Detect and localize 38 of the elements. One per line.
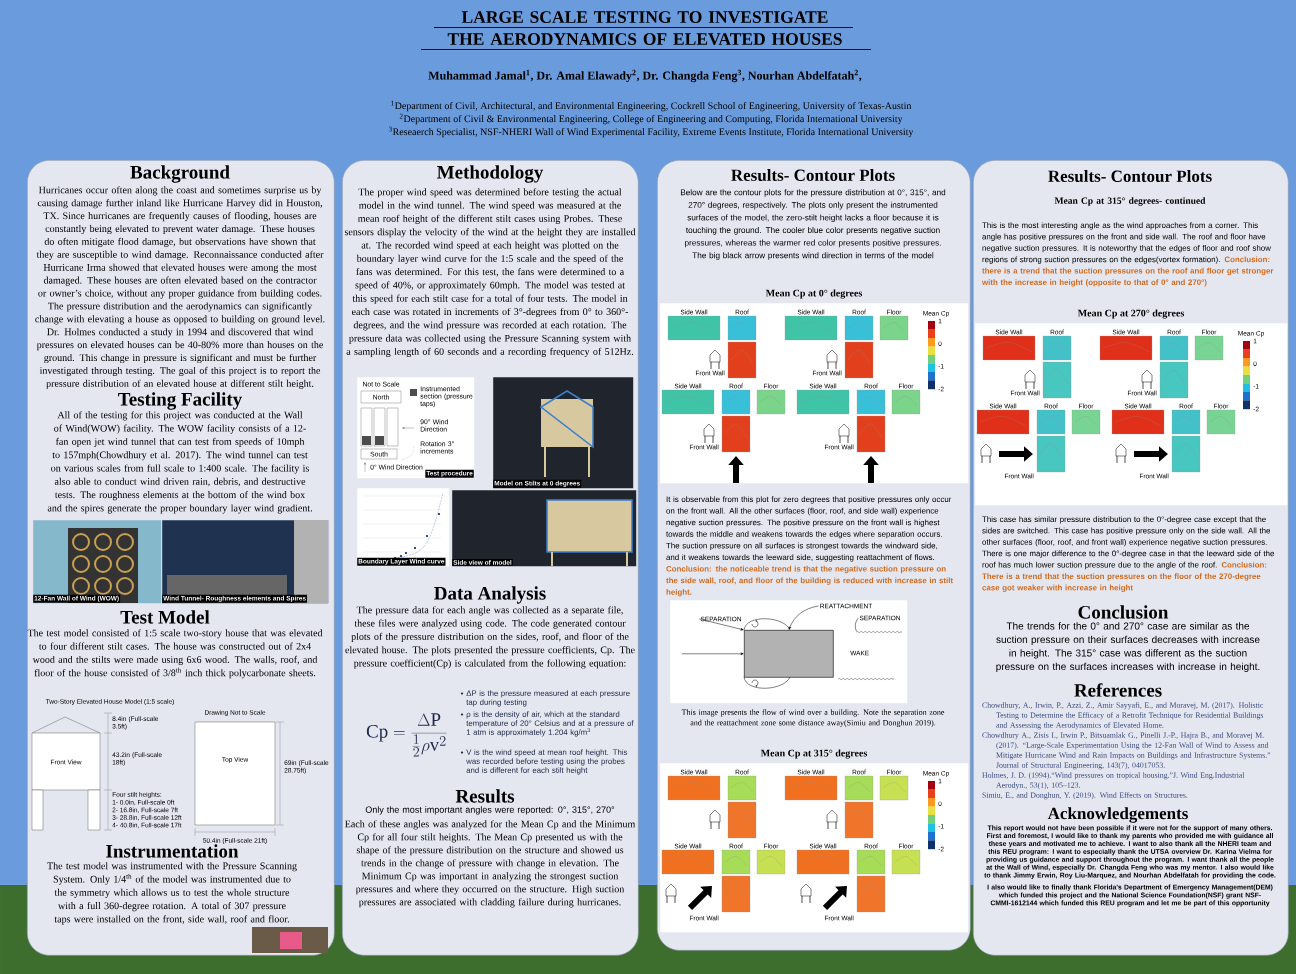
leader-line [855,617,859,632]
section-heading: Results- Contour Plots [731,169,895,181]
paragraph: Hurricanes occur often along the coast and sometimes surprise us by causing damage further inland like Hurricane Harvey did in Houston, TX. Since hurricanes are frequently causes of flooding, houses are constantly being elevated to prevent water damage. These houses do often mitigate flood damage, but observations have shown that they are susceptible to wind damage. Reconnaissance conducted after Hurricane Irma showed that elevated houses were among the most damaged. These houses are often elevated based on the contractor or owner’s choice, without any proper guidance from building codes. The pressure distribution and the aerodynamics can significantly change with elevating a house as opposed to building on ground level. Dr. Holmes conducted a study in 1994 and discovered that wind pressures on elevated houses can be 40-80% more than houses on the ground. This change in pressure is significant and must be further investigated through testing. The goal of this project is to report the pressure distribution of an elevated house at different stilt height. [35,186,325,389]
affiliation: $^{1}$Department of Civil, Architectural, and Environmental Engineering, Cockrell School of Engineering, University of Texas-Austin [391,100,912,112]
paragraph: Below are the contour plots for the pressure distribution at 0°, 315°, and 270° degrees, respectively. The plots only present the instrumented surfaces of the model, the zero-stilt height lacks a floor because it is touching the ground. The cooler blue color presents negative suction pressures, whereas the warmer red color presents positive pressures. The big black arrow presents wind direction in terms of the model [680,189,946,260]
figure-heading: Mean Cp at 0° degrees [765,289,863,299]
leader-arrow [699,618,744,631]
affiliation: $^{2}$Department of Civil & Environmental Engineering, College of Engineering and Computing, Florida International University [399,113,903,125]
poster-title: LARGE SCALE TESTING TO INVESTIGATE THE AERODYNAMICS OF ELEVATED HOUSES [447,11,842,46]
section-heading: Acknowledgements [1047,807,1188,823]
paragraph: Each of these angles was analyzed for the Mean Cp and the Minimum Cp for all four stilt heights. The Mean Cp presented us with the shape of the pressure distribution on the structure and showed us trends in the change of pressure with change in elevation. The Minimum Cp was important in analyzing the strongest suction pressures and where they occurred on the structure. High suction pressures are associated with cladding failure during hurricanes. [345,820,636,908]
paragraph: The pressure data for each angle was collected as a separate file, these files were analyzed using code. The code generated contour plots of the pressure distribution on the sides, roof, and floor of the elevated house. The plots presented the pressure coefficients, Cp. The pressure coefficient(Cp) is calculated from the following equation: [345,606,635,669]
section-heading: Methodology [437,165,544,183]
building-block [744,630,834,678]
leader-arrow [788,605,819,630]
paragraph: Mean Cp at 315° degrees- continued [1054,197,1206,206]
section-heading: References [1074,683,1162,697]
paragraph: Only the most important angles were reported: 0°, 315°, 270° [365,806,615,815]
section-heading: Results- Contour Plots [1048,170,1212,182]
paragraph: All of the testing for this project was conducted at the Wall of Wind(WOW) facility. The WOW facility consists of a 12-fan open jet wind tunnel that can test from speeds of 10mph to 157mph(Chowdhury et al. 2017). The wind tunnel can test on various scales from full scale to 1:400 scale. The facility is also able to conduct wind driven rain, debris, and destructive tests. The roughness elements at the bottom of the wind box and the spires generate the proper boundary layer wind gradient. [47,411,312,514]
affiliation: $^{3}$Reseaerch Specialist, NSF-NHERI Wall of Wind Experimental Facility, Extreme Events Institute, Florida International University [388,126,914,138]
arrow [681,652,744,655]
paragraph: This image presents the flow of wind over a building. Note the separation zone and the reattachment zone some distance away(Simiu and Donghun 2019). [681,709,945,728]
paragraph: The proper wind speed was determined before testing the actual model in the wind tunnel. The wind speed was measured at the mean roof height of the different stilt cases using Probes. These sensors display the velocity of the wind at the height they are installed at. The recorded wind speed at each height was plotted on the boundary layer wind curve for the 1:5 scale and the speed of the fans was determined. For this test, the fans were determined to a speed of 40%, or approximately 60mph. The model was tested at this speed for each stilt case for a total of four tests. The model in each case was rotated in increments of 3°-degrees from 0° to 360°-degrees, and the wind pressure was recorded at each rotation. The pressure data was collected using the Pressure Scanning system with a sampling length of 60 seconds and a recording frequency of 512Hz. [344,188,636,357]
section-heading: Conclusion [1078,605,1169,619]
section-heading: Data Analysis [434,586,546,604]
section-heading: Background [130,165,230,183]
section-heading: Results [455,789,515,803]
equation: $\mathrm{Cp} = \frac{\Delta \mathrm{P}}{\frac{1}{2}\rho \mathrm{v}^{2}}$ [366,713,447,757]
paragraph: The test model was instrumented with the Pressure Scanning System. Only 1/4$^{th}$ of the model was instrumented due to the symmetry which allows us to test the whole structure with a full 360-degree rotation. A total of 307 pressure taps were installed on the front, side wall, roof and floor. [47,862,297,925]
section-heading: Testing Facility [118,392,243,410]
section-heading: Test Model [120,610,210,624]
author-list: Muhammad Jamal$^{1}$, Dr. Amal Elawady$^{2}$, Dr. Changda Feng$^{3}$, Nourhan Abdelfatah$^{2}$, [428,69,862,83]
paragraph: The trends for the 0° and 270° case are similar as the suction pressure on their surfaces decreases with increase in height. The 315° case was different as the suction pressure on the surfaces increases with increase in height. [996,622,1260,672]
section-heading: Instrumentation [106,844,239,858]
figure-heading: Mean Cp at 270° degrees [1077,309,1185,319]
figure-heading: Mean Cp at 315° degrees [760,749,868,759]
paragraph: The test model consisted of 1:5 scale two-story house that was elevated to four different stilt cases. The house was constructed out of 2x4 wood and the stilts were made using 6x6 wood. The walls, roof, and floor of the house consisted of 3/8$^{th}$ inch thick polycarbonate sheets. [27,629,323,679]
